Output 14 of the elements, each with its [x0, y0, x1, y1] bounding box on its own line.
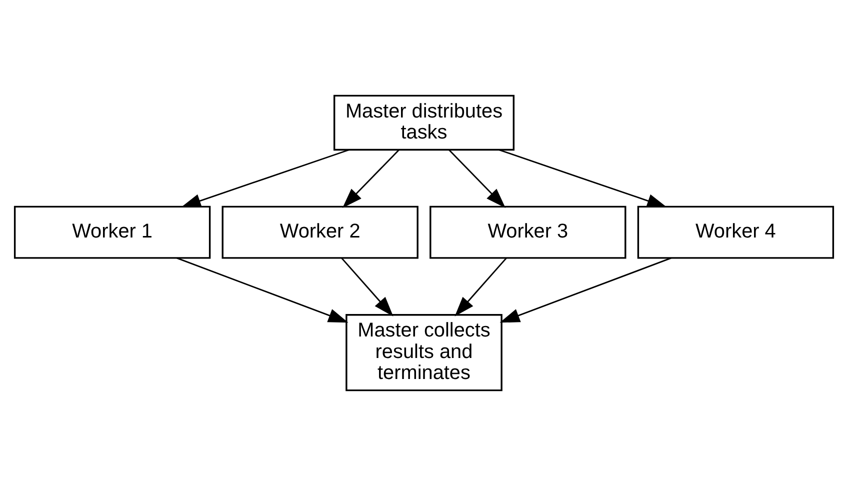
node-box: Worker 2	[222, 206, 418, 259]
node-box: Master collects results and terminates	[346, 314, 502, 392]
node-box: Worker 3	[430, 206, 626, 259]
node-box: Worker 1	[14, 206, 211, 259]
arrow	[180, 149, 350, 208]
arrow	[341, 258, 394, 316]
arrow	[342, 150, 400, 208]
arrow	[176, 257, 348, 323]
arrow	[498, 149, 668, 208]
node-box: Master distributes tasks	[333, 94, 515, 151]
arrow	[500, 257, 672, 323]
arrow	[454, 258, 507, 316]
arrow	[448, 150, 506, 208]
node-box: Worker 4	[637, 206, 834, 259]
